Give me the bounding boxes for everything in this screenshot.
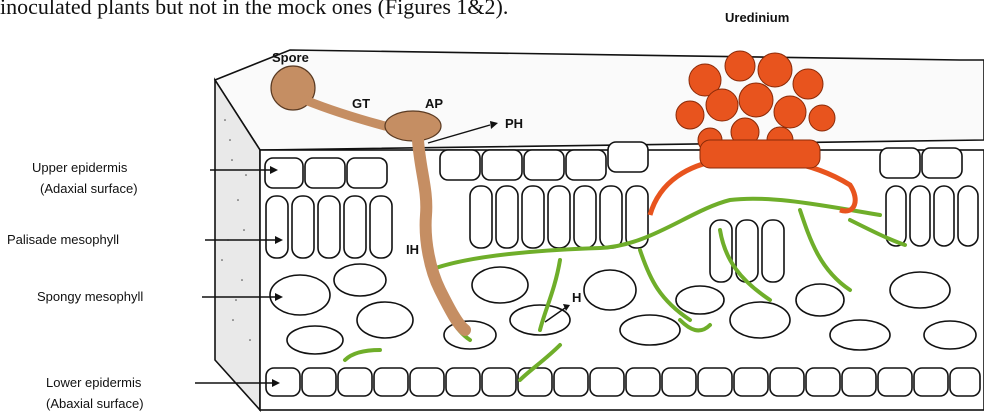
label-uredinium: Uredinium — [725, 10, 789, 25]
label-ph: PH — [505, 116, 523, 131]
label-palisade-mesophyll: Palisade mesophyll — [7, 232, 119, 247]
label-gt: GT — [352, 96, 370, 111]
label-h: H — [572, 290, 581, 305]
label-ap: AP — [425, 96, 443, 111]
label-lower-epidermis: Lower epidermis — [46, 375, 142, 390]
label-spore: Spore — [272, 50, 309, 65]
label-ih: IH — [406, 242, 419, 257]
label-spongy-mesophyll: Spongy mesophyll — [37, 289, 143, 304]
label-upper-epidermis-sub: (Adaxial surface) — [40, 181, 138, 196]
label-lower-epidermis-sub: (Abaxial surface) — [46, 396, 144, 411]
label-upper-epidermis: Upper epidermis — [32, 160, 128, 175]
